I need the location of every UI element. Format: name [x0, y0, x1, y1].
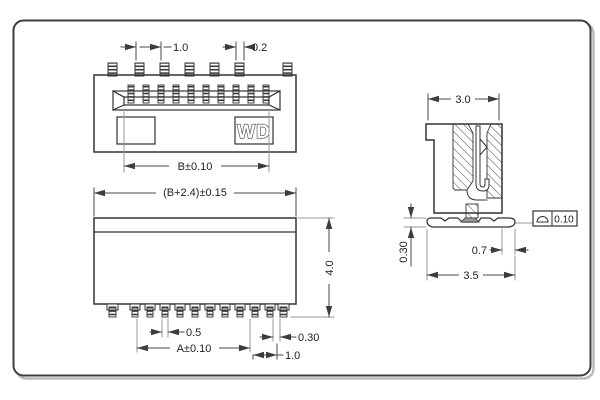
slot-contact [172, 84, 180, 104]
dim-front-end-pitch-label: 1.0 [285, 350, 300, 362]
slot-bevel [112, 90, 125, 98]
sheet-frame [12, 19, 592, 377]
top-pin [184, 62, 195, 77]
dim-side-width: 3.5 [426, 229, 516, 282]
flatness-callout: 0.10 [515, 210, 578, 227]
dim-side-width-label: 3.5 [463, 270, 478, 282]
top-pin-array [107, 62, 293, 77]
slot-contact-array [127, 84, 270, 104]
slot-bevel [268, 90, 281, 98]
top-pin [209, 62, 220, 77]
slot-contact [127, 84, 135, 104]
contact-foot [465, 203, 479, 219]
logo-box: WD [234, 116, 274, 145]
dim-front-end-pitch: 1.0 [252, 343, 300, 362]
contact-barb [479, 137, 488, 157]
dim-top-pitch-label: 1.0 [173, 42, 188, 54]
top-pin [282, 62, 293, 77]
section-hatch-left [452, 123, 474, 191]
dim-side-plate: 0.30 [398, 203, 427, 267]
corner-tab-pin [108, 306, 117, 318]
dim-front-width-label: A±0.10 [177, 343, 212, 355]
dim-front-tab-offset: 0.30 [259, 318, 319, 344]
dim-top-pin-width: 0.2 [222, 41, 267, 61]
slot-bevel [268, 104, 281, 111]
solder-plate [426, 217, 516, 228]
top-pin [159, 62, 170, 77]
cavity-floor [466, 189, 488, 201]
dim-top-pin-width-label: 0.2 [252, 42, 267, 54]
sheet-border [12, 19, 595, 380]
dim-front-overall: (B+2.4)±0.15 [93, 186, 297, 217]
dim-front-width: A±0.10 [136, 318, 251, 355]
dim-top-pitch: 1.0 [120, 41, 188, 61]
flatness-symbol-icon [536, 216, 549, 223]
dim-front-height-label: 4.0 [324, 260, 336, 275]
mating-slot [112, 90, 281, 111]
top-pin [107, 62, 118, 77]
dim-side-depth-label: 3.0 [455, 94, 470, 106]
slot-contact [232, 84, 240, 104]
corner-tab-pin [279, 306, 288, 318]
contact-spring [475, 125, 490, 192]
dim-front-pitch-label: 0.5 [186, 327, 201, 339]
dim-side-depth: 3.0 [427, 92, 500, 121]
front-pin-array [106, 303, 290, 318]
dim-front-tab-offset-label: 0.30 [298, 332, 319, 344]
pick-area [116, 116, 156, 145]
slot-contact [142, 84, 150, 104]
dim-side-foot: 0.7 [472, 228, 529, 257]
slot-contact [157, 84, 165, 104]
slot-outer [112, 90, 281, 111]
top-view: WD 1.0 0.2 B±0.10 [93, 41, 297, 173]
slot-contact [247, 84, 255, 104]
front-pins [129, 303, 276, 318]
slot-contact [262, 84, 270, 104]
flatness-value: 0.10 [554, 215, 574, 226]
dim-top-width-label: B±0.10 [178, 161, 213, 173]
slot-bevel [112, 104, 125, 111]
dim-side-foot-label: 0.7 [472, 245, 487, 257]
top-pin [134, 62, 145, 77]
slot-contact [202, 84, 210, 104]
slot-contact [217, 84, 225, 104]
dim-top-width: B±0.10 [123, 111, 270, 173]
dim-side-plate-label: 0.30 [398, 241, 410, 262]
top-pin [234, 62, 245, 77]
section-hatch-right [486, 123, 503, 199]
brand-logo: WD [237, 122, 271, 143]
slot-contact [187, 84, 195, 104]
front-view-body [93, 217, 297, 305]
contact-tip [460, 217, 480, 223]
dim-front-overall-label: (B+2.4)±0.15 [163, 187, 227, 199]
dim-front-pitch: 0.5 [149, 318, 201, 339]
side-view: 3.0 0.30 0.7 3.5 [398, 92, 578, 282]
front-view: (B+2.4)±0.15 4.0 0.5 A±0.10 [93, 186, 336, 362]
logo-frame [234, 116, 274, 145]
dim-front-height: 4.0 [290, 217, 336, 318]
